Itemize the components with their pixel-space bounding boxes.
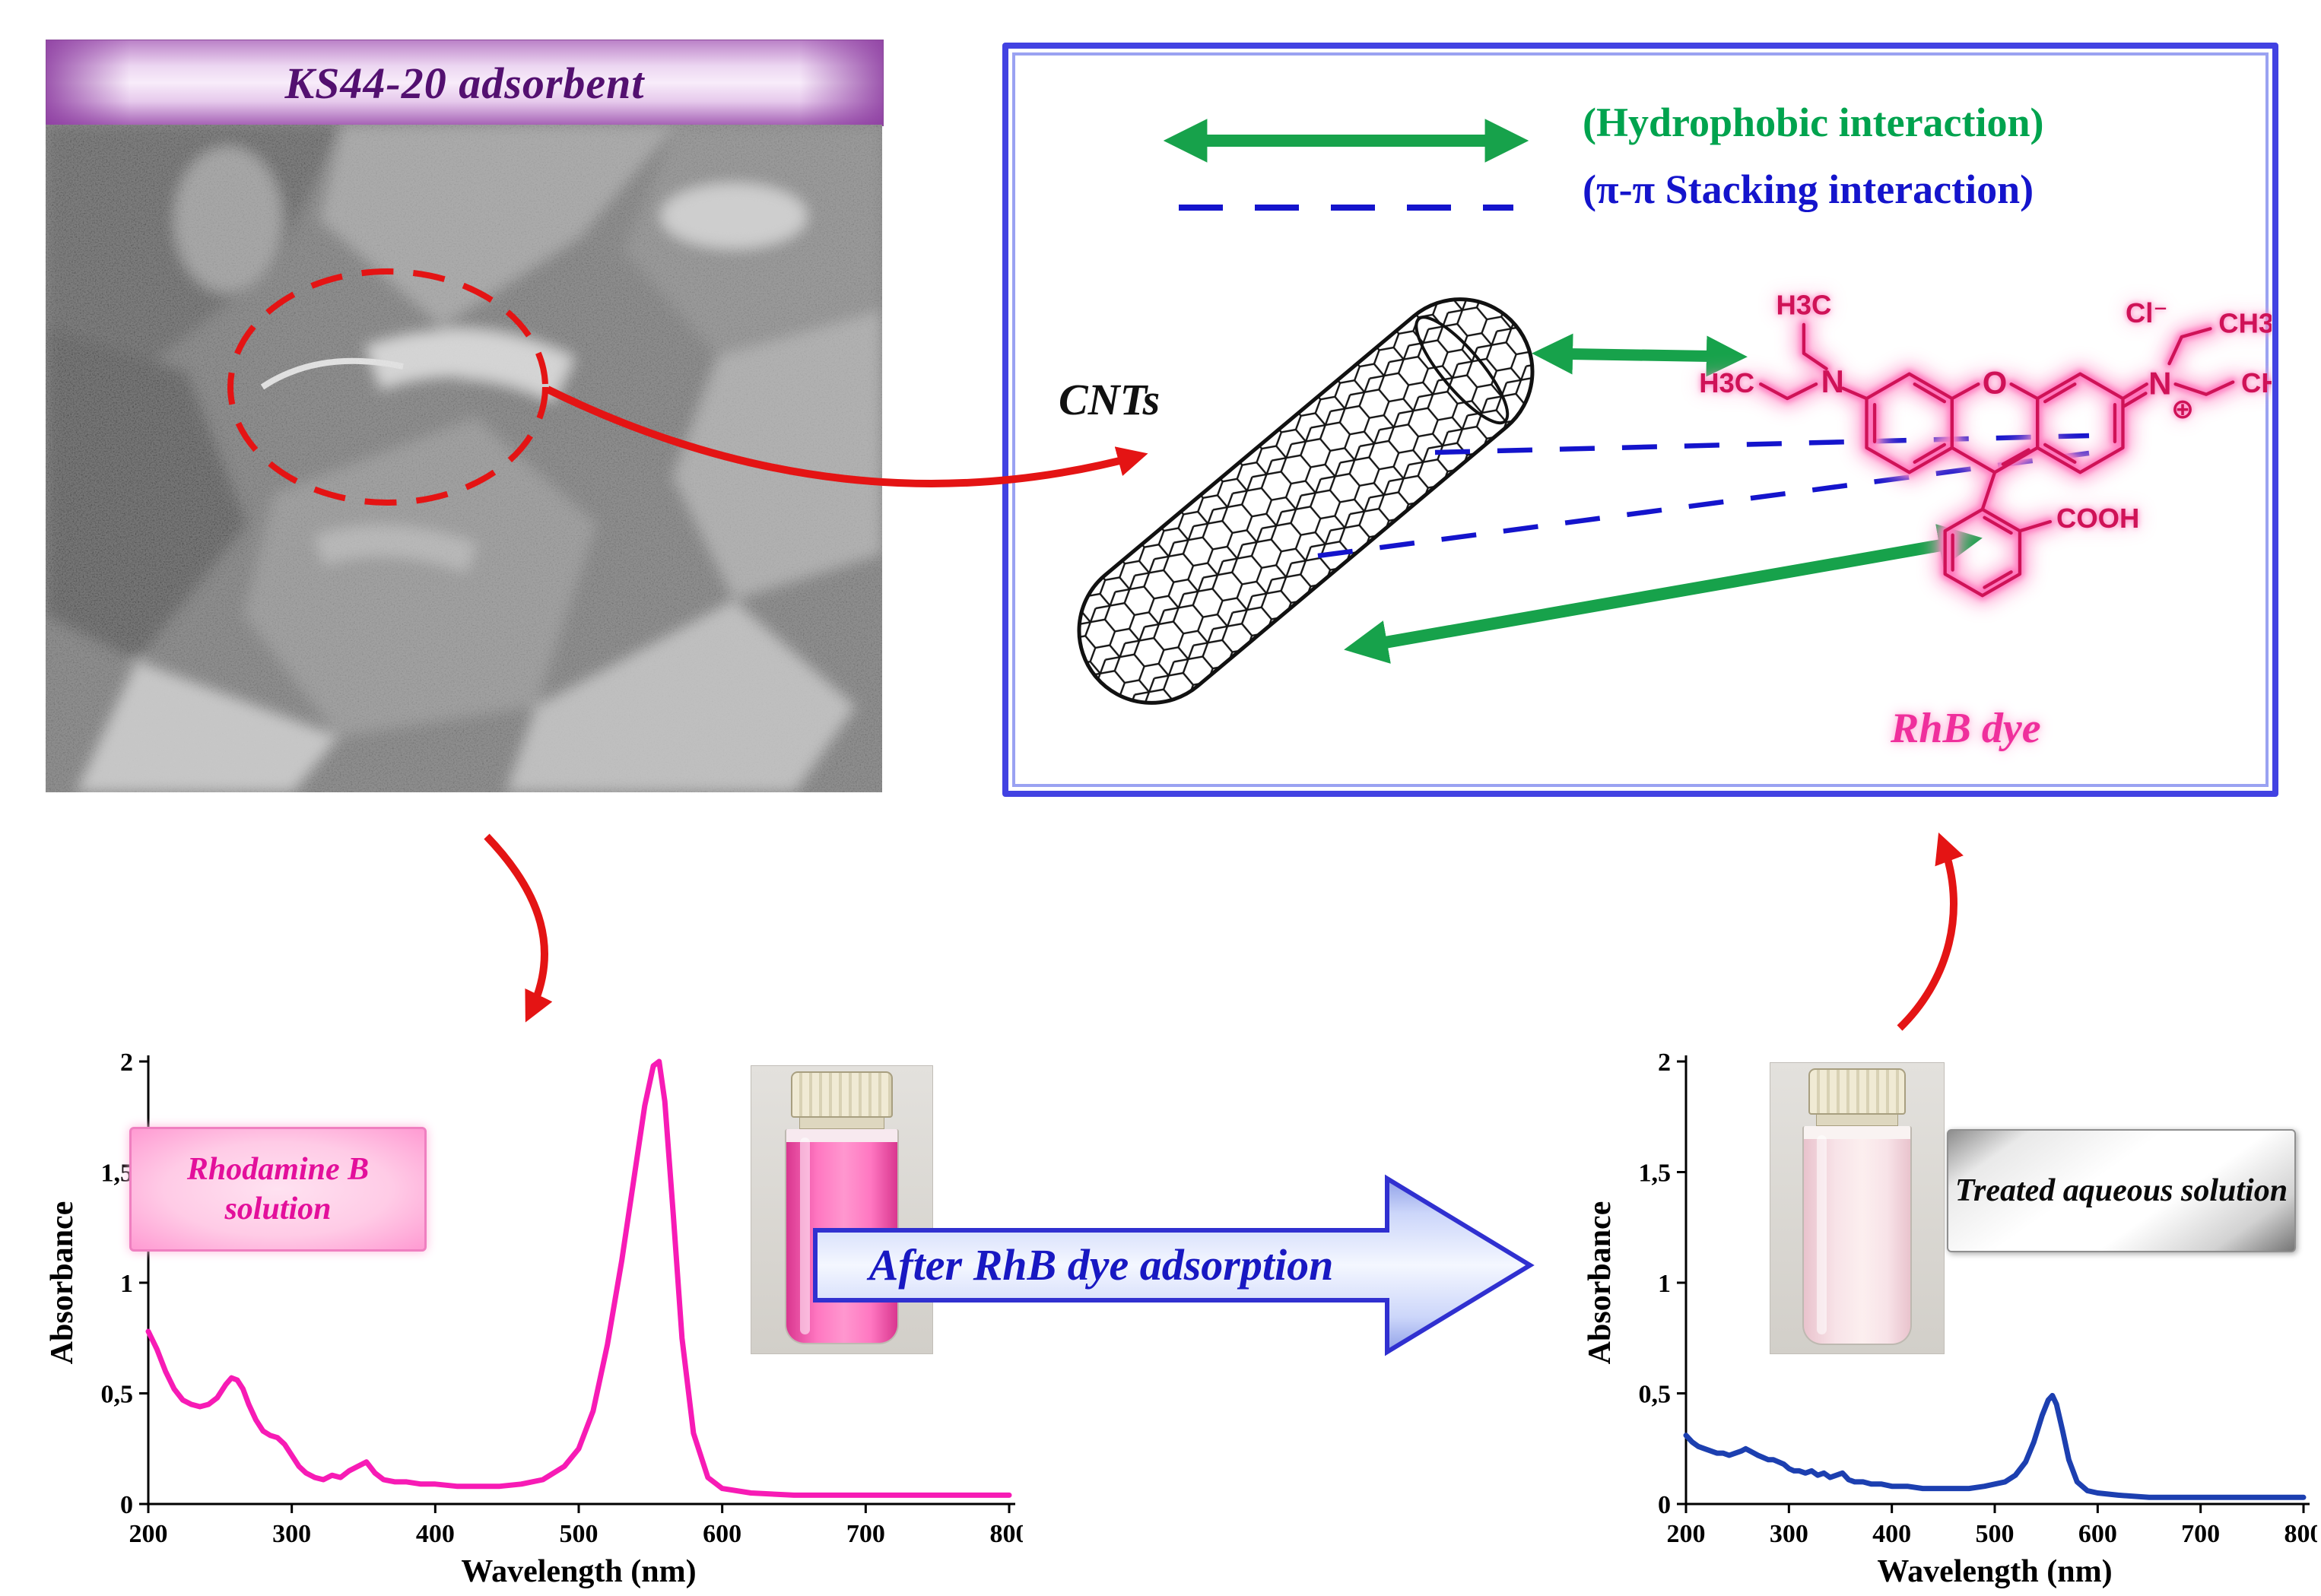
svg-text:0: 0 [1658,1491,1671,1519]
vial-cap-base [1816,1114,1898,1127]
svg-text:Absorbance: Absorbance [45,1201,80,1365]
svg-text:Wavelength (nm): Wavelength (nm) [1877,1554,2112,1589]
svg-text:400: 400 [1872,1520,1911,1548]
svg-text:Absorbance: Absorbance [1583,1201,1618,1365]
svg-text:0: 0 [120,1491,133,1519]
svg-text:300: 300 [272,1520,311,1548]
cnts-label: CNTs [1059,375,1160,424]
svg-text:500: 500 [560,1520,599,1548]
svg-text:2: 2 [1658,1049,1671,1077]
svg-text:600: 600 [2078,1520,2117,1548]
arrow-sem-to-spectrum [484,833,553,1023]
right-spectrum-chart: 200 300 400 500 600 700 800 0 0,5 1 1,5 2Wavelength… [1583,1049,2318,1589]
rhodamine-label: Rhodamine B solution [186,1151,370,1227]
interaction-art: O N N ⊕ Cl⁻ COOH H3C H3C CH3 CH3 [1077,119,2272,705]
center-arrow-label: After RhB dye adsorption [867,1240,1334,1290]
svg-text:400: 400 [416,1520,455,1548]
sem-grain [46,125,882,792]
arrow-spectrum-to-mechanism [1897,832,1964,1031]
svg-text:600: 600 [703,1520,741,1548]
rhb-molecule [1698,288,2272,596]
svg-text:800: 800 [2284,1520,2318,1548]
hydrophobic-arrow-bottom [1344,524,1983,664]
sem-panel [46,125,882,792]
interaction-box: O N N ⊕ Cl⁻ COOH H3C H3C CH3 CH3 [1002,43,2278,797]
svg-text:0,5: 0,5 [101,1381,134,1409]
vial-body-faint-solution [1802,1126,1912,1345]
svg-text:2: 2 [120,1049,133,1077]
svg-text:0,5: 0,5 [1639,1381,1672,1409]
svg-text:Wavelength (nm): Wavelength (nm) [461,1554,696,1589]
center-arrow-shape [813,1174,1535,1356]
left-spectrum-chart: 200 300 400 500 600 700 800 0 0,5 1 1,5 2Wavelength… [45,1049,1024,1589]
legend-stacking-label: (π-π Stacking interaction) [1583,167,2034,212]
title-banner: KS44-20 adsorbent [46,40,884,126]
pi-stacking-line-1 [1434,433,2090,455]
vial-cap [791,1071,893,1118]
cnt-tube [1077,297,1535,705]
svg-text:1: 1 [120,1270,133,1298]
center-flow-arrow: After RhB dye adsorption [813,1174,1535,1356]
svg-text:1: 1 [1658,1270,1671,1298]
banner-title: KS44-20 adsorbent [284,58,645,108]
svg-text:700: 700 [2181,1520,2220,1548]
rhodamine-label-box: Rhodamine B solution [129,1127,427,1252]
svg-text:500: 500 [1976,1520,2015,1548]
svg-text:200: 200 [1667,1520,1706,1548]
rhb-dye-label: RhB dye [1891,705,2041,752]
svg-text:1,5: 1,5 [101,1160,134,1188]
svg-text:200: 200 [129,1520,168,1548]
treated-label: Treated aqueous solution [1954,1172,2288,1208]
treated-label-box: Treated aqueous solution [1947,1129,2296,1252]
legend-hydrophobic-label: (Hydrophobic interaction) [1583,100,2044,145]
vial-cap-base [799,1117,884,1129]
hydrophobic-arrow-top [1532,333,1748,377]
svg-text:800: 800 [990,1520,1024,1548]
right-vial-photo [1770,1063,1944,1353]
svg-text:700: 700 [846,1520,885,1548]
svg-text:1,5: 1,5 [1639,1160,1672,1188]
sem-image [46,125,882,792]
vial-cap [1808,1068,1906,1115]
highlight-ellipse [227,268,548,506]
svg-text:300: 300 [1770,1520,1808,1548]
